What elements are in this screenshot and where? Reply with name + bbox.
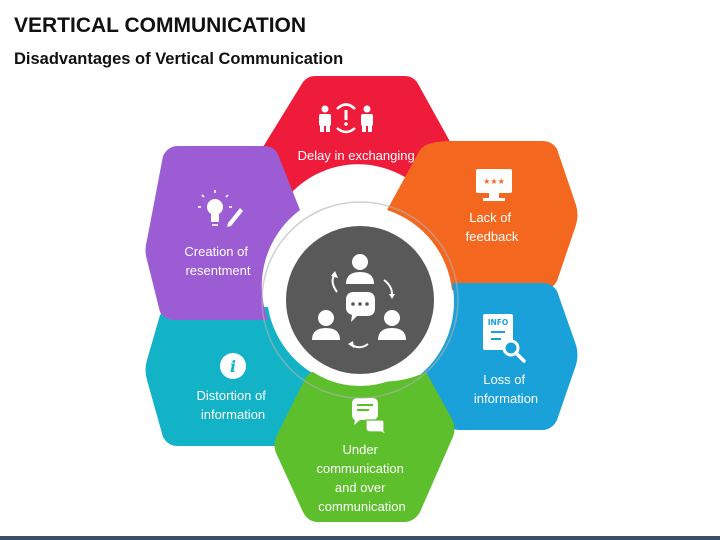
page-subtitle: Disadvantages of Vertical Communication [14,50,344,68]
segment-delay: Delay in exchanging information [260,76,456,203]
segment-distortion-label: Distortion of information [197,388,270,422]
segment-delay-shape [260,76,456,203]
segment-feedback: ★★★ Lack of feedback [387,141,578,290]
rating-screen-icon: ★★★ [476,169,512,201]
svg-text:i: i [230,357,236,376]
segment-resentment-shape [145,146,300,320]
segment-under-over-shape [274,368,455,522]
segment-under-over: Under communication and over communicati… [274,368,455,522]
center-hub [261,201,459,399]
segment-under-over-label: Under communication and over communicati… [316,442,407,514]
chat-bubbles-icon [352,398,388,436]
segment-delay-label: Delay in exchanging information [298,148,419,182]
segment-resentment-label: Creation of resentment [184,244,251,278]
lightbulb-pen-icon [198,190,243,227]
segment-loss-shape [420,283,578,430]
people-exchange-icon [319,103,373,134]
segment-loss-label: Loss of information [474,372,538,406]
bottom-bar [0,536,720,540]
segment-resentment: Creation of resentment [145,146,300,320]
team-communication-icon [312,254,406,349]
svg-text:★★★: ★★★ [483,177,505,186]
segment-feedback-label: Lack of feedback [466,210,519,244]
info-circle-icon: i [220,353,246,379]
svg-text:INFO: INFO [488,318,509,327]
info-search-icon: INFO [483,314,526,363]
segment-loss: INFO Loss of information [420,283,578,430]
segment-feedback-shape [387,141,578,290]
page-title: VERTICAL COMMUNICATION [14,14,307,37]
